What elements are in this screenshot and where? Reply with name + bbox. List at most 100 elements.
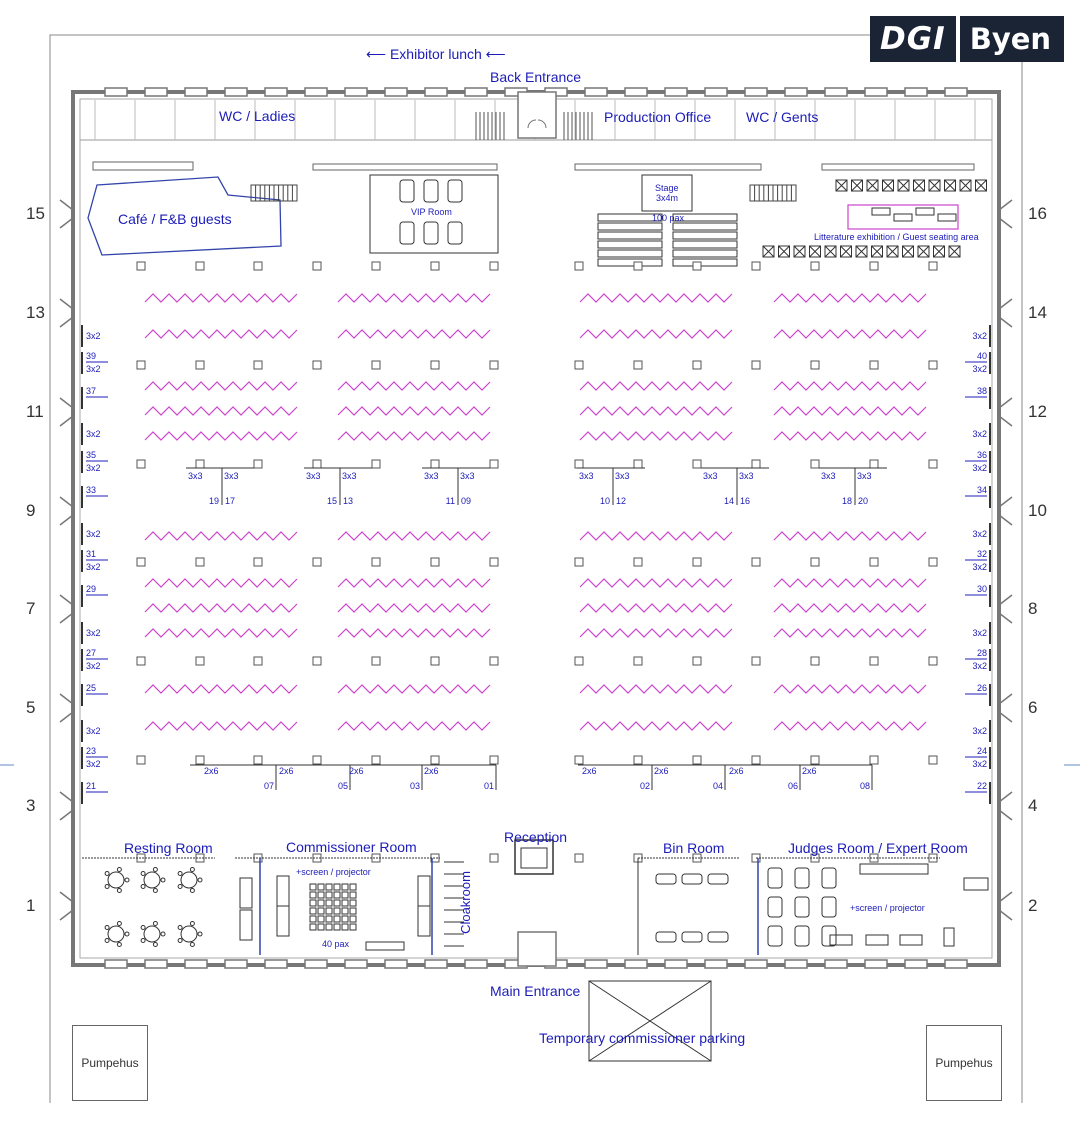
parking-area [588, 980, 712, 1062]
display-table [893, 213, 913, 222]
mid-stand-num: 15 [327, 496, 337, 506]
stand-row [579, 406, 733, 416]
column [574, 853, 584, 863]
bottom-stand-num: 01 [484, 781, 494, 791]
crossed-box [882, 179, 894, 192]
column [195, 557, 205, 567]
right-stand-size: 3x2 [972, 364, 987, 374]
property-line [49, 34, 870, 1103]
cafe-outline [87, 176, 282, 256]
bottom-stand-num: 02 [640, 781, 650, 791]
mid-stand-size: 3x3 [342, 471, 357, 481]
left-stand-size: 3x2 [86, 562, 101, 572]
column [195, 656, 205, 666]
window [144, 87, 168, 97]
literature-area [847, 204, 959, 230]
window [584, 959, 608, 969]
bottom-stand-size: 2x6 [582, 766, 597, 776]
exhibitor-lunch-label: ⟵ Exhibitor lunch ⟵ [366, 46, 506, 62]
chair [104, 925, 110, 931]
seat [349, 923, 357, 931]
vip-chair [447, 179, 463, 203]
mid-stand-num: 18 [842, 496, 852, 506]
stand-row [144, 531, 298, 541]
window [384, 959, 408, 969]
crossed-box-x [913, 179, 925, 192]
bench [365, 941, 405, 951]
seat [309, 915, 317, 923]
stand-row [579, 578, 733, 588]
table [681, 873, 703, 885]
left-stand-num: 31 [86, 549, 96, 559]
chair [152, 921, 158, 927]
side-door-left [59, 693, 74, 723]
column [810, 755, 820, 765]
right-stand-size: 3x2 [972, 628, 987, 638]
crossed-box [840, 245, 852, 258]
column [430, 360, 440, 370]
column [253, 755, 263, 765]
mid-stand-size: 3x3 [703, 471, 718, 481]
seat [333, 923, 341, 931]
crossed-box [866, 179, 879, 192]
window [784, 87, 808, 97]
stand-row [773, 406, 927, 416]
seat [309, 923, 317, 931]
stand-row [144, 684, 298, 694]
chair [104, 871, 110, 877]
bottom-stand-size: 2x6 [349, 766, 364, 776]
seat [325, 915, 333, 923]
mid-stand-num: 14 [724, 496, 734, 506]
vip-chair [423, 179, 439, 203]
chair [116, 921, 122, 927]
column [574, 360, 584, 370]
chair [116, 941, 122, 947]
seat [309, 891, 317, 899]
seat [349, 891, 357, 899]
side-door-right [998, 199, 1013, 229]
pumpehus-right: Pumpehus [926, 1025, 1002, 1101]
column [574, 557, 584, 567]
window [184, 87, 208, 97]
window [464, 87, 488, 97]
stand-row [337, 684, 491, 694]
left-stand-num: 39 [86, 351, 96, 361]
judge-table [821, 896, 837, 918]
temporary-parking-label: Temporary commissioner parking [539, 1030, 746, 1046]
column [136, 755, 146, 765]
reception-label: Reception [504, 829, 568, 845]
window [224, 959, 248, 969]
column [633, 656, 643, 666]
stand-row [337, 329, 491, 339]
chair [177, 871, 183, 877]
main-entrance-door [517, 931, 557, 967]
table [707, 873, 729, 885]
column [489, 360, 499, 370]
chair [116, 867, 122, 873]
crossed-box [855, 245, 868, 258]
crossed-box-x [762, 245, 775, 258]
bay-number-left: 5 [26, 698, 36, 717]
column [195, 261, 205, 271]
crossed-box [944, 179, 956, 192]
right-stand-num: 32 [977, 549, 987, 559]
counter [821, 163, 975, 171]
literature-label: Litterature exhibition / Guest seating a… [814, 232, 979, 242]
chair [177, 925, 183, 931]
round-table [143, 925, 161, 943]
window [904, 87, 928, 97]
judge-table [767, 896, 783, 918]
bay-number-left: 15 [26, 204, 45, 223]
seat [325, 883, 333, 891]
seat [333, 899, 341, 907]
seat [333, 915, 341, 923]
right-stand-size: 3x2 [972, 463, 987, 473]
column [692, 360, 702, 370]
round-table [143, 871, 161, 889]
mid-stand-size: 3x3 [739, 471, 754, 481]
stand-row [144, 628, 298, 638]
column [430, 656, 440, 666]
mid-stand-size: 3x3 [306, 471, 321, 481]
crossed-box [948, 245, 961, 258]
mid-stand-size: 3x3 [615, 471, 630, 481]
